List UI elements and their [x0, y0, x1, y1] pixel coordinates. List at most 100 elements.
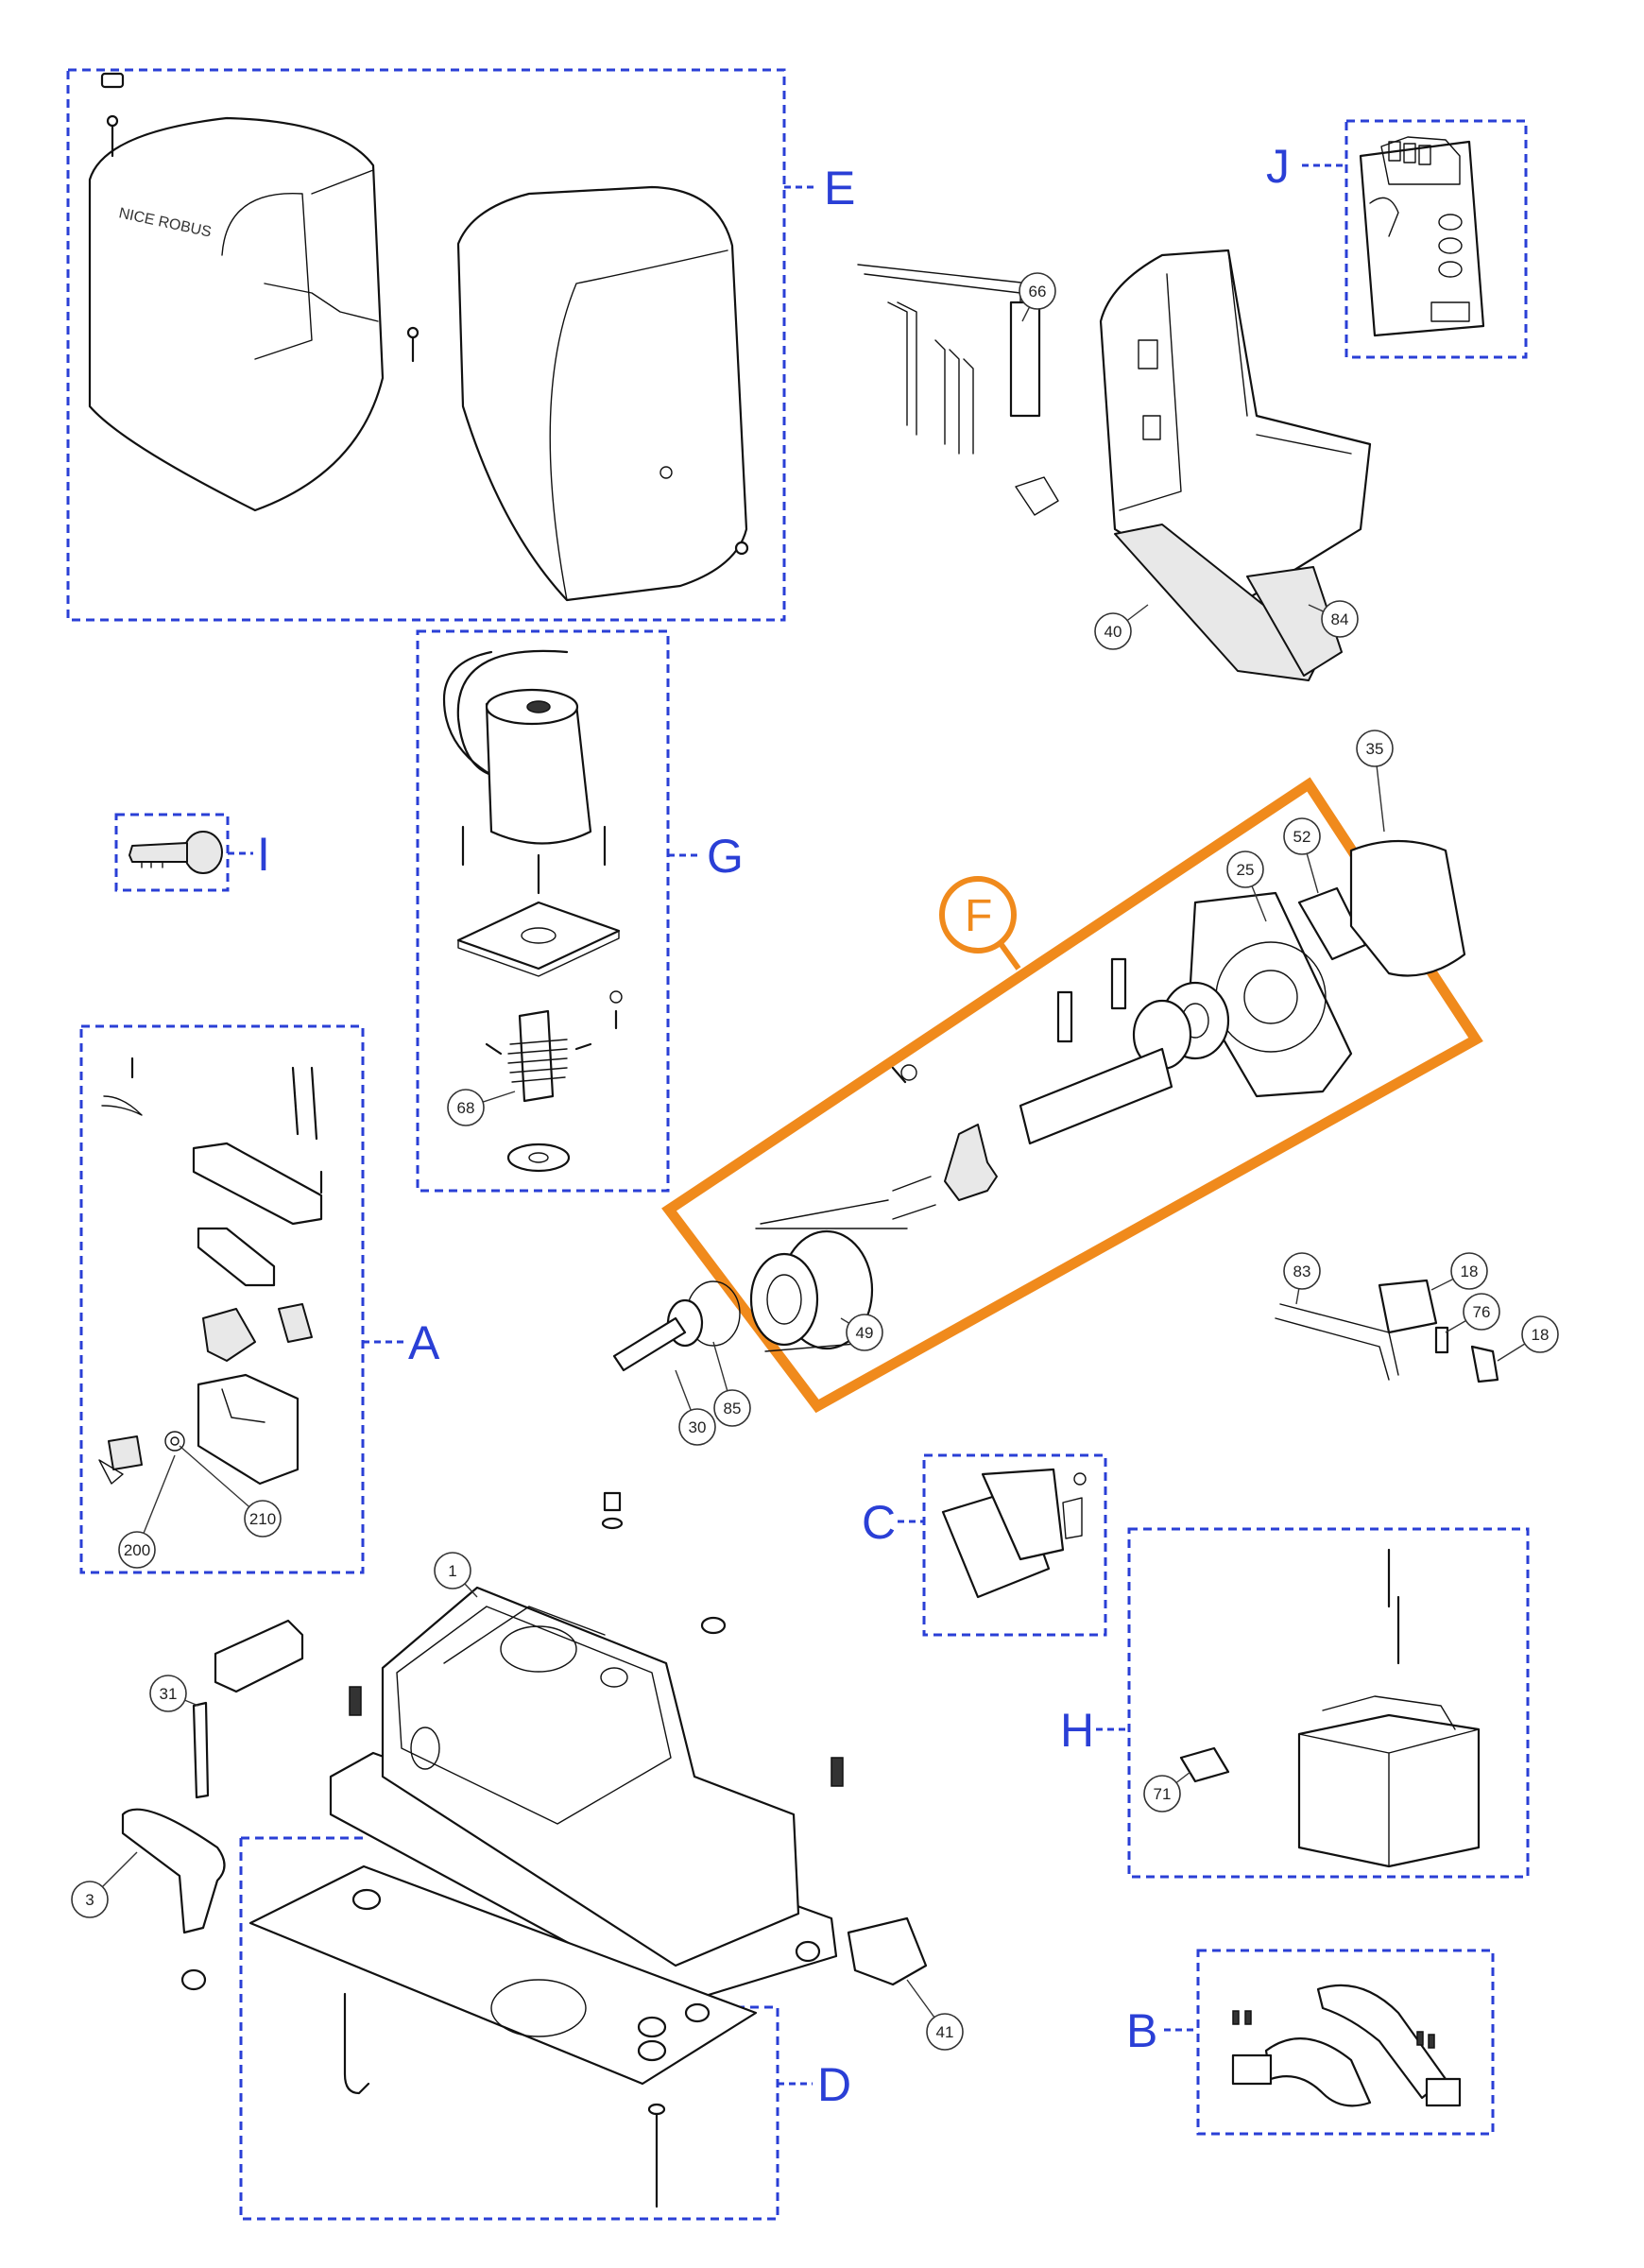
rear-cover [456, 185, 749, 602]
callout-number: 66 [1029, 283, 1047, 301]
callout-circle [846, 1314, 883, 1351]
part-callout-18: 18 [1430, 1252, 1488, 1291]
callout-circle [149, 1675, 187, 1712]
callout-circle [118, 1531, 156, 1569]
group-label-h: H [1060, 1704, 1094, 1757]
part-callout-66: 66 [1019, 272, 1056, 322]
callout-number: 200 [124, 1541, 150, 1559]
callout-circle [1450, 1252, 1488, 1290]
callout-circle [1094, 612, 1132, 650]
group-c: C [862, 1453, 1107, 1637]
base-accessories [121, 1619, 928, 1991]
group-label-d: D [817, 2058, 851, 2111]
part-callout-1: 1 [434, 1552, 478, 1598]
part-callout-3: 3 [71, 1851, 138, 1918]
part-callout-84: 84 [1308, 600, 1359, 638]
part-callout-31: 31 [149, 1675, 199, 1712]
part-callout-200: 200 [118, 1454, 176, 1569]
callout-number: 18 [1532, 1326, 1550, 1344]
callout-number: 84 [1331, 610, 1349, 628]
callout-number: 35 [1366, 740, 1384, 758]
callout-circle [244, 1500, 282, 1538]
callout-number: 210 [249, 1510, 276, 1528]
group-label-e: E [824, 162, 855, 215]
control-housing [1015, 249, 1372, 681]
part-callout-40: 40 [1094, 604, 1149, 650]
part-callouts: 66 40 84 35 52 25 68 49 30 85 83 18 76 18 200 210 1 31 3 71… [71, 272, 1559, 2051]
callout-number: 71 [1154, 1785, 1172, 1803]
part-callout-35: 35 [1356, 730, 1394, 833]
callout-number: 41 [936, 2023, 954, 2041]
base-housing [329, 1491, 844, 2005]
group-label-j: J [1266, 140, 1290, 193]
callout-circle [447, 1089, 485, 1126]
highlight-f: F [661, 777, 1483, 1414]
terminal-block [941, 1468, 1087, 1599]
group-j: J [1266, 119, 1528, 359]
callout-number: 49 [856, 1324, 874, 1342]
release-assembly [98, 1057, 323, 1486]
highlight-label-f: F [965, 891, 992, 941]
small-electrical-parts [1275, 1279, 1499, 1383]
callout-number: 25 [1237, 861, 1255, 879]
part-callout-49: 49 [840, 1314, 883, 1351]
front-cover: NICE ROBUS [88, 72, 420, 512]
part-callout-68: 68 [447, 1089, 516, 1126]
part-callout-76: 76 [1445, 1293, 1500, 1333]
control-board [1359, 136, 1485, 337]
callout-circle [1321, 600, 1359, 638]
callout-number: 40 [1105, 623, 1122, 641]
part-callout-71: 71 [1143, 1771, 1191, 1813]
group-a: A [79, 1024, 440, 1574]
callout-circle [1019, 272, 1056, 310]
group-label-g: G [707, 830, 744, 883]
callout-number: 68 [457, 1099, 475, 1117]
group-b: B [1126, 1949, 1495, 2136]
callout-circle [678, 1408, 716, 1446]
callout-circle [434, 1552, 471, 1589]
callout-circle [1226, 850, 1264, 888]
callout-number: 85 [724, 1400, 742, 1418]
part-callout-210: 210 [179, 1445, 282, 1538]
part-callout-52: 52 [1283, 817, 1321, 894]
callout-circle [926, 2013, 964, 2051]
group-label-b: B [1126, 2004, 1157, 2057]
key [128, 831, 223, 874]
callout-number: 31 [160, 1685, 178, 1703]
cable-clamps [1231, 1984, 1462, 2107]
callout-circle [1521, 1315, 1559, 1353]
part-callout-85: 85 [712, 1341, 751, 1427]
wiring-harness [857, 264, 1041, 455]
base-plate [248, 1864, 758, 2208]
group-e: E [66, 68, 855, 622]
part-callout-25: 25 [1226, 850, 1267, 922]
group-i: I [114, 813, 270, 892]
callout-circle [713, 1389, 751, 1427]
transformer [1179, 1548, 1481, 1868]
gear-assembly [749, 839, 1466, 1352]
part-callout-18: 18 [1497, 1315, 1559, 1362]
callout-circle [1283, 1252, 1321, 1290]
callout-number: 18 [1461, 1263, 1479, 1280]
callout-circle [1463, 1293, 1500, 1331]
callout-number: 30 [689, 1418, 707, 1436]
callout-number: 1 [448, 1562, 456, 1580]
part-callout-83: 83 [1283, 1252, 1321, 1305]
callout-number: 76 [1473, 1303, 1491, 1321]
group-h: H [1060, 1527, 1530, 1879]
group-label-a: A [408, 1316, 440, 1369]
group-label-c: C [862, 1496, 896, 1549]
callout-circle [1283, 817, 1321, 855]
part-callout-41: 41 [906, 1979, 964, 2051]
part-callout-30: 30 [675, 1369, 716, 1446]
group-label-i: I [257, 828, 270, 881]
callout-number: 83 [1293, 1263, 1311, 1280]
group-g: G [416, 629, 744, 1193]
shaft-and-bearings [612, 1280, 741, 1372]
callout-circle [1143, 1775, 1181, 1813]
callout-number: 3 [85, 1891, 94, 1909]
worm-screw [485, 990, 623, 1173]
callout-number: 52 [1293, 828, 1311, 846]
callout-circle [1356, 730, 1394, 767]
